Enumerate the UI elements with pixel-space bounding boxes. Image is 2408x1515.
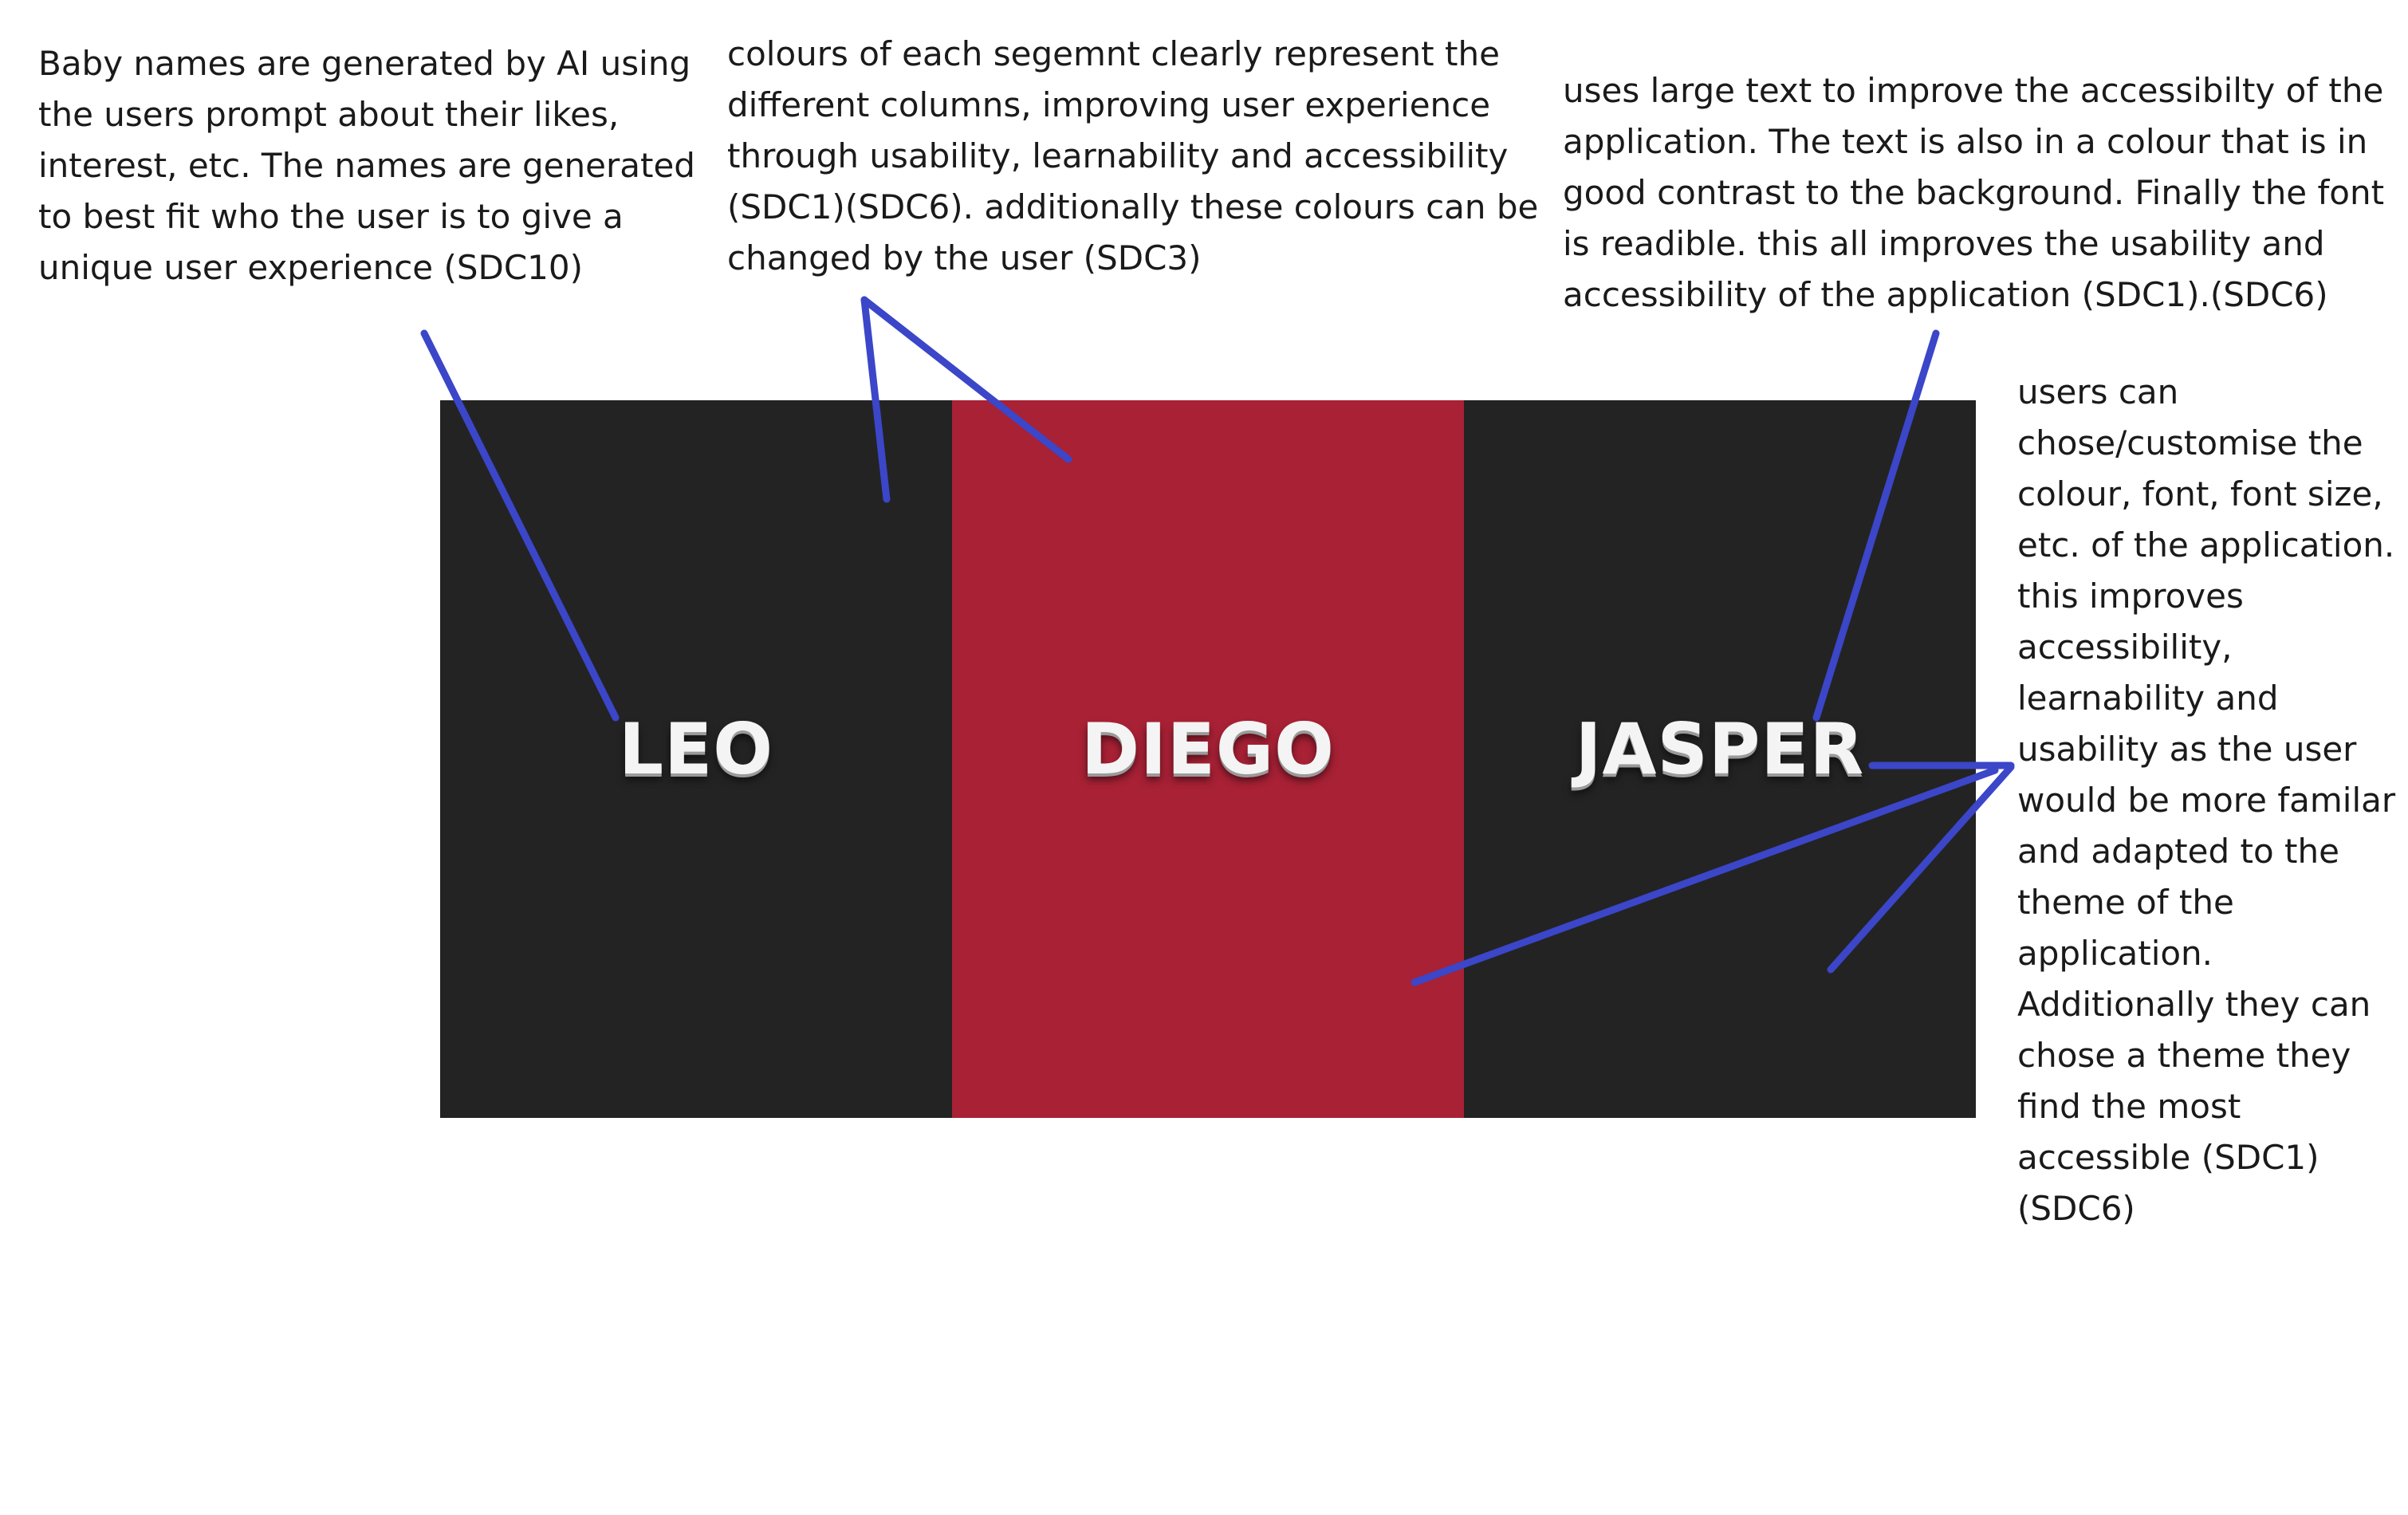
- annotation-colours: colours of each segemnt clearly represen…: [727, 34, 1539, 277]
- annotation-ai-names: Baby names are generated by AI using the…: [38, 44, 695, 287]
- panel-right[interactable]: JASPER: [1464, 400, 1976, 1118]
- name-label-left: LEO: [619, 707, 773, 790]
- name-label-middle: DIEGO: [1081, 707, 1335, 790]
- name-label-right: JASPER: [1575, 707, 1865, 790]
- name-panels: LEO DIEGO JASPER: [440, 400, 1976, 1118]
- annotation-large-text: uses large text to improve the accessibi…: [1563, 71, 2385, 314]
- annotation-customise: users can chose/customise the colour, fo…: [2017, 372, 2396, 1228]
- panel-left[interactable]: LEO: [440, 400, 952, 1118]
- panel-middle[interactable]: DIEGO: [952, 400, 1464, 1118]
